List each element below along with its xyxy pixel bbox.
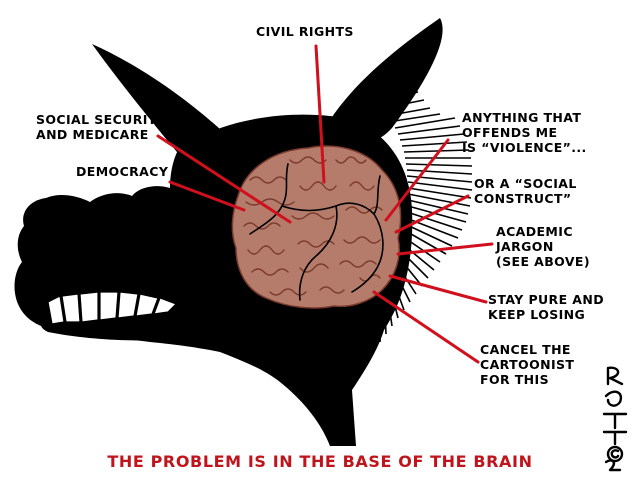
label-democracy: DEMOCRACY xyxy=(76,164,169,179)
pointer-social-security xyxy=(156,134,292,224)
pointer-violence xyxy=(384,138,450,222)
label-violence: ANYTHING THAT OFFENDS ME IS “VIOLENCE”..… xyxy=(462,110,587,155)
label-cancel: CANCEL THE CARTOONIST FOR THIS xyxy=(480,342,575,387)
pointer-academic-jargon xyxy=(396,242,494,256)
label-social-construct: OR A “SOCIAL CONSTRUCT” xyxy=(474,176,577,206)
pointer-social-construct xyxy=(394,194,470,234)
artist-signature xyxy=(602,366,628,472)
pointer-lines xyxy=(156,44,494,364)
pointer-civil-rights xyxy=(314,44,326,184)
label-academic-jargon: ACADEMIC JARGON (SEE ABOVE) xyxy=(496,224,590,269)
label-social-security: SOCIAL SECURITY AND MEDICARE xyxy=(36,112,167,142)
pointer-democracy xyxy=(168,180,246,212)
pointer-cancel xyxy=(372,290,480,364)
label-stay-pure: STAY PURE AND KEEP LOSING xyxy=(488,292,604,322)
teeth xyxy=(47,291,178,325)
pointer-stay-pure xyxy=(388,274,488,304)
label-civil-rights: CIVIL RIGHTS xyxy=(256,24,354,39)
brain-icon xyxy=(231,145,402,309)
caption: THE PROBLEM IS IN THE BASE OF THE BRAIN xyxy=(107,452,533,471)
